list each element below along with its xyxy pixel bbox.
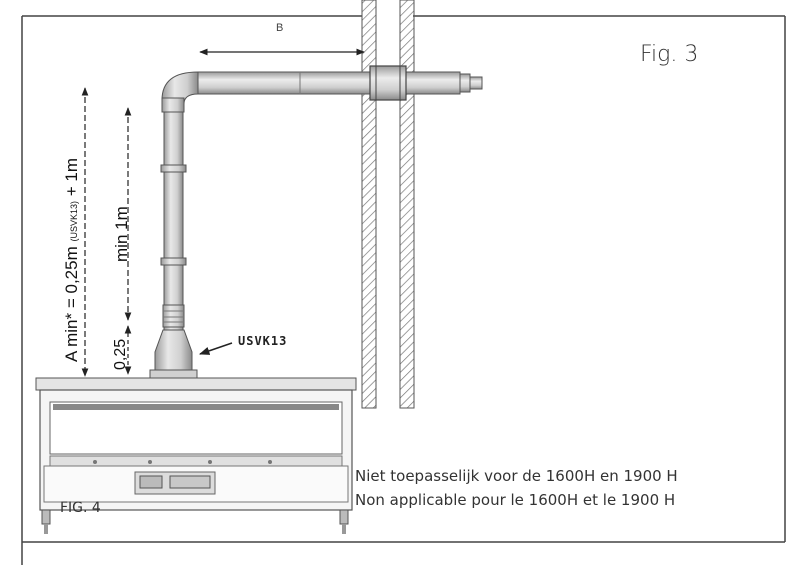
chimney-wall (361, 0, 415, 409)
figure-4-label: FIG. 4 (60, 500, 101, 516)
dimension-min-label: min 1m (112, 206, 131, 262)
dimension-a-label: A min* = 0,25m (USVK13) + 1m (62, 158, 82, 362)
note-french: Non applicable pour le 1600H et le 1900 … (355, 491, 676, 509)
elbow-bend (161, 71, 199, 113)
vertical-flue-pipe (160, 111, 187, 331)
usvk13-adapter (149, 329, 198, 379)
usvk13-pointer-arrow (199, 342, 233, 355)
part-label-usvk13: USVK13 (238, 334, 288, 348)
dimension-offset-label: 0,25 (112, 338, 129, 370)
figure-3-label: Fig. 3 (640, 42, 699, 67)
fireplace-unit (35, 377, 357, 534)
dimension-b-label: B (276, 22, 284, 34)
horizontal-flue-pipe (197, 65, 483, 101)
dimension-a-main: A min* = 0,25m (62, 246, 81, 362)
dimension-a-small: (USVK13) (69, 200, 79, 242)
dimension-a-tail: + 1m (62, 157, 81, 197)
note-dutch: Niet toepasselijk voor de 1600H en 1900 … (355, 467, 678, 485)
figure-frame (21, 15, 786, 565)
